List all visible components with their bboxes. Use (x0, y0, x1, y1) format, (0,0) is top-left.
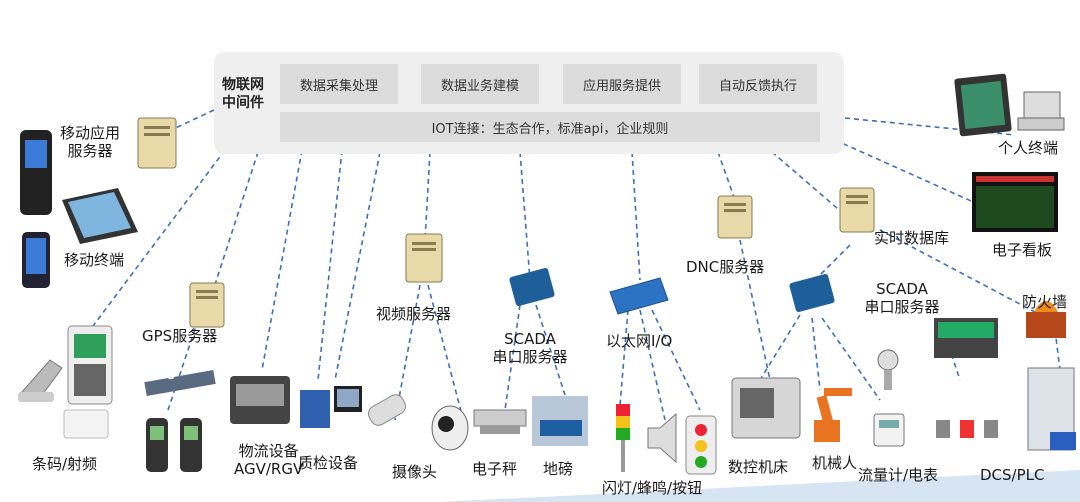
label-e-board: 电子看板 (992, 241, 1053, 259)
label-personal-terminal: 个人终端 (998, 139, 1059, 157)
ethernet-io-icon (609, 277, 669, 315)
link-button (651, 309, 701, 411)
label-scada-1: SCADA 串口服务器 (492, 330, 568, 366)
link-rtdb (771, 151, 846, 216)
label-barcode-rfid: 条码/射频 (32, 455, 98, 473)
link-gps-devices (167, 319, 199, 411)
middleware-title-line2: 中间件 (222, 95, 264, 111)
label-realtime-db: 实时数据库 (874, 229, 950, 247)
buzzer-icon (647, 412, 677, 464)
label-camera: 摄像头 (392, 463, 438, 481)
electronic-board-icon (972, 172, 1058, 232)
link-cnc (739, 239, 771, 381)
label-light-buzzer-button: 闪灯/蜂鸣/按钮 (602, 479, 703, 497)
handheld-scanner-icon (20, 130, 52, 215)
signal-light-icon (616, 404, 630, 472)
label-qc-device: 质检设备 (298, 454, 359, 472)
link-barcode (89, 149, 226, 331)
link-camera-2 (427, 284, 463, 416)
monitor-terminal-icon (954, 73, 1065, 137)
link-scada1 (519, 151, 531, 281)
cnc-machine-icon (731, 377, 801, 439)
link-personal (844, 117, 1016, 136)
link-robot (811, 317, 821, 391)
link-light (619, 309, 629, 406)
middleware-title-line1: 物联网 (222, 77, 264, 93)
tablet-icon (62, 188, 138, 244)
label-gps-server: GPS服务器 (142, 327, 218, 345)
label-mobile-terminal: 移动终端 (64, 251, 125, 269)
label-mobile-app-server: 移动应用 服务器 (60, 124, 121, 160)
link-scada2-cnc (759, 314, 801, 381)
dcs-plc-icon (934, 318, 1076, 451)
firewall-icon (1026, 301, 1066, 338)
link-buzzer (639, 309, 666, 421)
link-flowmeter (821, 317, 881, 401)
label-video-server: 视频服务器 (376, 305, 452, 323)
robot-arm-icon (814, 388, 852, 442)
logistics-device-icon (230, 376, 290, 424)
smartphone-icon (22, 232, 50, 288)
button-panel-icon (685, 415, 717, 475)
weighbridge-icon (532, 396, 588, 446)
link-logistics (261, 149, 303, 371)
label-logistics: 物流设备 AGV/RGV (234, 442, 304, 478)
box-auto-feedback: 自动反馈执行 (699, 64, 817, 104)
label-cnc: 数控机床 (728, 458, 789, 476)
label-scada-2: SCADA 串口服务器 (864, 280, 940, 316)
link-gps-server (209, 151, 259, 301)
link-weighbridge (535, 304, 566, 396)
server-icon-mobile (137, 117, 177, 169)
label-ethernet-io: 以太网I/O (606, 332, 673, 350)
label-flowmeter: 流量计/电表 (858, 466, 939, 484)
link-scada2 (814, 244, 851, 281)
middleware-title: 物联网 中间件 (222, 76, 276, 112)
box-data-modeling: 数据业务建模 (421, 64, 539, 104)
label-dnc-server: DNC服务器 (686, 258, 765, 276)
rfid-terminal-icon (67, 325, 113, 405)
bottom-band (440, 470, 1080, 502)
box-data-collection: 数据采集处理 (280, 64, 398, 104)
server-icon-dnc (717, 195, 753, 239)
link-camera (394, 284, 421, 421)
flowmeter-icon (873, 349, 905, 447)
label-firewall: 防火墙 (1022, 293, 1068, 311)
serial-server-icon-1 (509, 268, 555, 306)
gps-satellite-icon (144, 370, 216, 396)
server-icon-rtdb (839, 187, 875, 233)
connection-lines (89, 109, 1061, 421)
label-robot: 机械人 (812, 454, 858, 472)
label-e-scale: 电子秤 (472, 460, 518, 478)
link-qc-1 (317, 149, 343, 381)
camera-icon (367, 394, 469, 451)
qc-device-icon (300, 386, 362, 428)
server-icon-gps (189, 282, 225, 328)
gps-handheld-icon (146, 418, 202, 472)
server-icon-video (405, 233, 443, 283)
barcode-scanner-icon (18, 359, 63, 402)
label-dcs-plc: DCS/PLC (980, 466, 1045, 484)
gps-badge: GPS (152, 371, 175, 382)
link-ethernet-io (631, 151, 641, 281)
box-app-service: 应用服务提供 (563, 64, 681, 104)
link-dnc (717, 151, 736, 201)
serial-server-icon-2 (789, 274, 835, 312)
rfid-card-icon (63, 409, 109, 439)
iot-connection-bar: IOT连接：生态合作，标准api，企业规则 (280, 112, 820, 142)
link-video-server (424, 151, 431, 241)
link-qc-2 (334, 151, 381, 381)
link-dcs (1054, 329, 1061, 371)
label-weighbridge: 地磅 (543, 460, 574, 478)
scale-icon (473, 409, 527, 434)
